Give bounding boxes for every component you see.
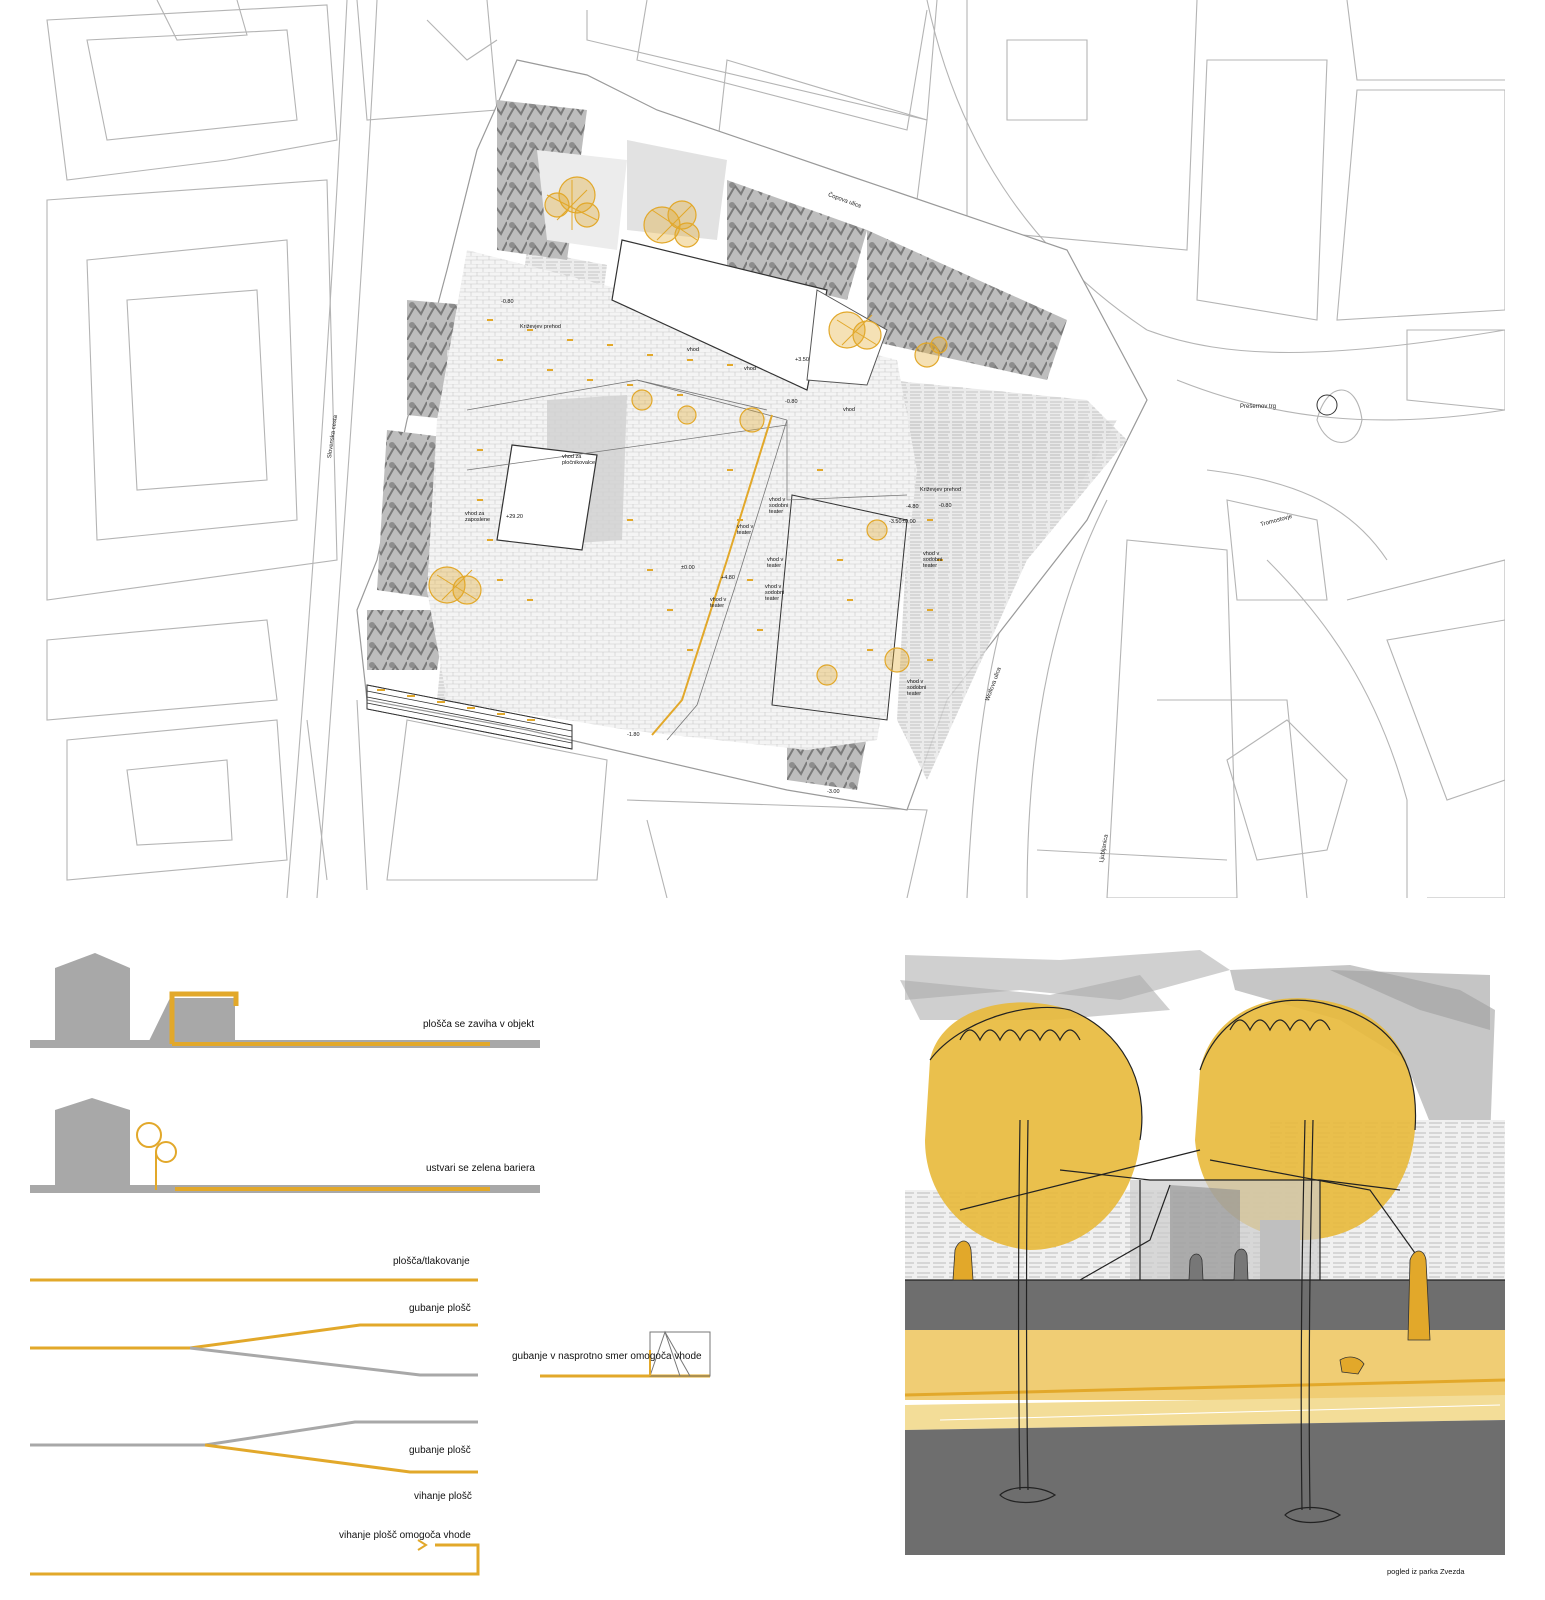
concept-diagrams: plošča se zaviha v objekt ustvari se zel… [0,940,760,1600]
label-modern-theater-2: vhod v sodobni teater [765,584,785,602]
level-marker: -1.80 [627,732,640,738]
level-marker: -0.80 [939,503,952,509]
level-marker: +29.20 [506,514,523,520]
label-entrance-3: vhod [843,407,855,413]
diagram-label-5: gubanje plošč [409,1445,471,1456]
diagram-label-3: plošča/tlakovanje [393,1256,470,1267]
level-marker: ±0.00 [902,519,916,525]
label-modern-theater-4: vhod v sodobni teater [907,679,927,697]
diagram-label-2: ustvari se zelena bariera [426,1163,535,1174]
perspective-caption: pogled iz parka Zvezda [1387,1567,1465,1576]
street-label-square: Prešernov trg [1240,404,1277,410]
label-entrance-2: vhod [744,366,756,372]
diagram-opposite-fold [540,1330,711,1378]
level-marker: -4.80 [906,504,919,510]
concept-diagrams-drawing [30,953,711,1576]
label-entrance-pedestrian: vhod za pločnikovalce [562,454,596,466]
label-theater-2: vhod v teater [710,597,727,609]
diagram-label-4: gubanje plošč [409,1303,471,1314]
site-plan-drawing [46,0,1505,898]
label-modern-theater-3: vhod v sodobni teater [923,551,943,569]
level-marker: +4.80 [721,575,735,581]
label-passage-2: Križevjev prehod [920,487,961,493]
level-marker: -3.00 [827,789,840,795]
level-marker: +3.50 [795,357,809,363]
level-marker: -0.80 [501,299,514,305]
label-entrance-1: vhod [687,347,699,353]
diagram-label-6: vihanje plošč [414,1491,472,1502]
label-passage-1: Križevjev prehod [520,324,561,330]
label-modern-theater-1: vhod v sodobni teater [769,497,789,515]
perspective-sketch: pogled iz parka Zvezda [900,950,1510,1590]
label-entrance-staff: vhod za zaposlene [465,511,491,523]
diagram-plate-folds [30,953,540,1048]
level-marker: -3.50 [889,519,902,525]
label-theater-1: vhod v teater [737,524,754,536]
diagram-label-7: vihanje plošč omogoča vhode [339,1530,471,1541]
perspective-drawing [900,950,1506,1555]
diagram-green-barrier [30,1098,540,1193]
diagram-plate-lifting [30,1539,480,1576]
diagram-plate-folding [30,1323,478,1377]
site-plan: Čopova ulica Slovenska cesta Wolfova uli… [27,0,1505,898]
diagram-plate-folding-2 [30,1420,478,1474]
diagram-label-4b: gubanje v nasprotno smer omogoča vhode [512,1351,702,1362]
diagram-label-1: plošča se zaviha v objekt [423,1019,535,1030]
level-marker: -0.80 [785,399,798,405]
level-marker: ±0.00 [681,565,695,571]
label-theater-3: vhod v teater [767,557,784,569]
